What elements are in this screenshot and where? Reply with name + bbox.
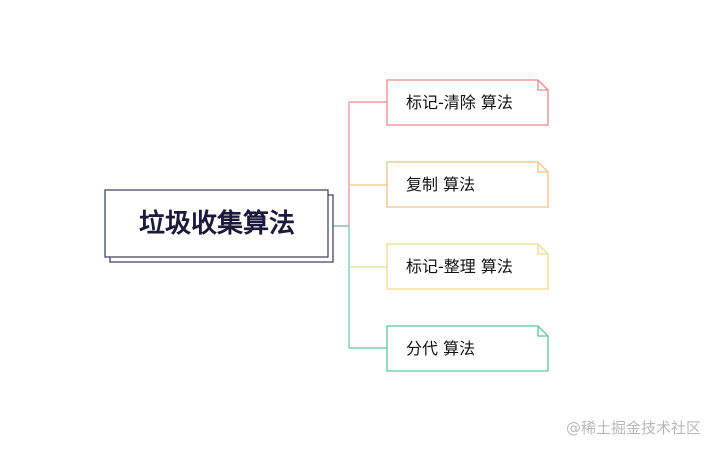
watermark-text: @稀土掘金技术社区 — [565, 419, 701, 437]
root-node: 垃圾收集算法 — [104, 189, 334, 263]
folded-corner — [537, 244, 548, 255]
branch-node-box — [386, 161, 549, 208]
branch-node-2: 复制 算法 — [386, 161, 549, 208]
folded-corner — [537, 326, 548, 337]
root-node-box — [104, 189, 329, 258]
branch-node-label: 复制 算法 — [406, 175, 475, 194]
branch-node-box — [386, 243, 549, 290]
connector-lines — [332, 101, 387, 349]
branch-node-box — [386, 325, 549, 372]
branch-node-label: 标记-整理 算法 — [406, 257, 513, 276]
root-node-label: 垃圾收集算法 — [139, 208, 295, 239]
branch-node-3: 标记-整理 算法 — [386, 243, 549, 290]
branch-node-box — [386, 79, 549, 126]
branch-node-4: 分代 算法 — [386, 325, 549, 372]
branch-node-label: 分代 算法 — [406, 339, 475, 358]
folded-corner — [537, 162, 548, 173]
branch-node-label: 标记-清除 算法 — [406, 93, 513, 112]
branch-node-1: 标记-清除 算法 — [386, 79, 549, 126]
folded-corner — [537, 80, 548, 91]
